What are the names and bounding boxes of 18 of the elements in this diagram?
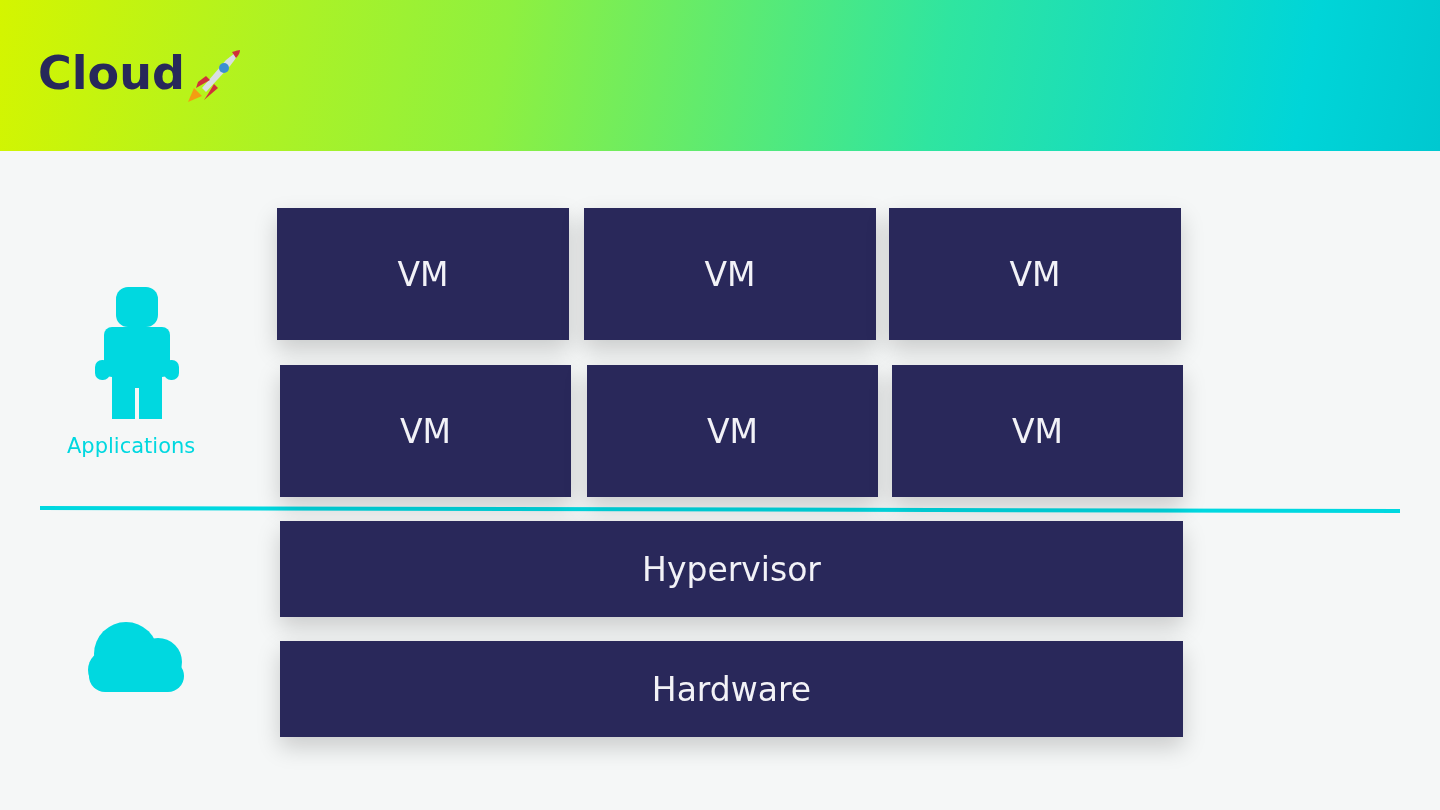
vm-box — [892, 365, 1183, 497]
vm-box — [584, 208, 876, 340]
box-label: VM — [399, 411, 451, 451]
vm-box — [277, 208, 569, 340]
vm-box — [280, 365, 571, 497]
box-label: VM — [1009, 254, 1061, 294]
box-label: VM — [706, 411, 758, 451]
vm-box — [889, 208, 1181, 340]
layer-caption: Applications — [67, 434, 196, 458]
box-label: VM — [704, 254, 756, 294]
vm-box — [587, 365, 878, 497]
layer-box — [280, 641, 1183, 737]
box-label: VM — [397, 254, 449, 294]
box-label: Hypervisor — [642, 549, 821, 589]
box-label: VM — [1011, 411, 1063, 451]
layer-box — [280, 521, 1183, 617]
title: Cloud — [38, 46, 185, 100]
box-label: Hardware — [651, 669, 812, 709]
